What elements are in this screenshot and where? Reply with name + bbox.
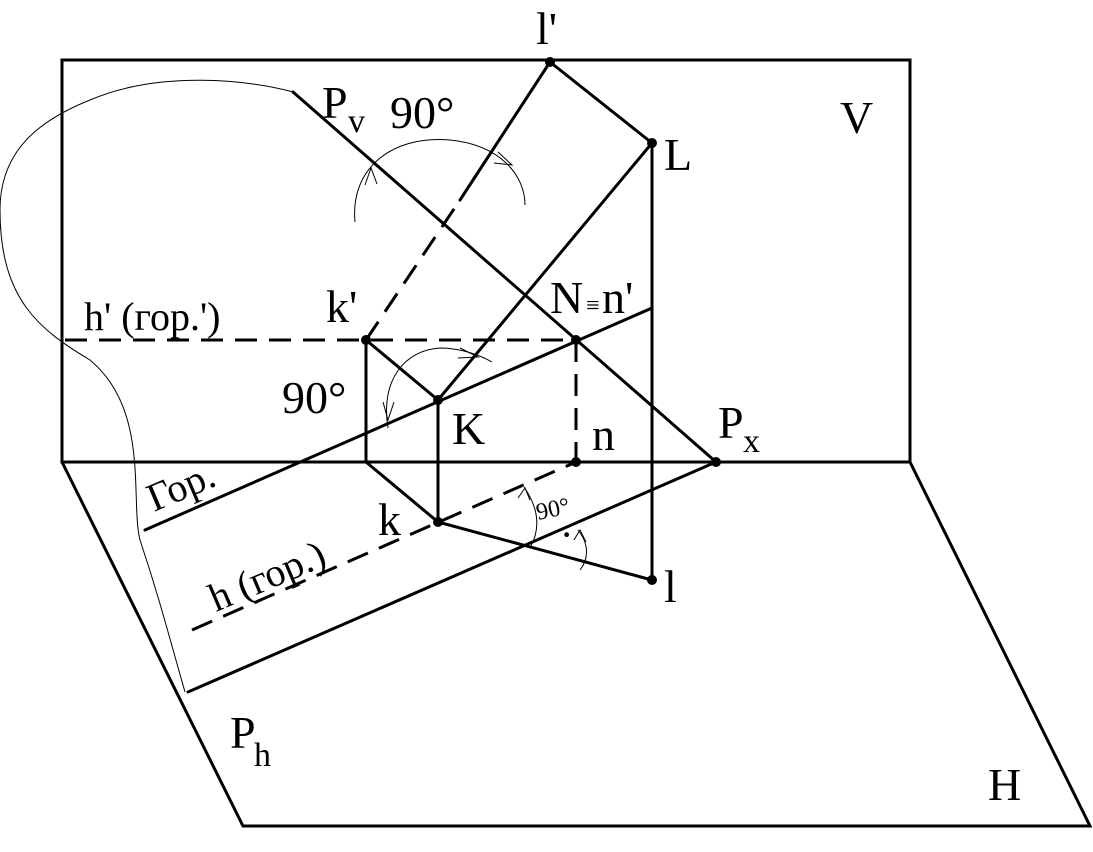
label-L: L (664, 129, 692, 180)
label-k: k (378, 494, 401, 545)
arrow-upper-2 (493, 151, 514, 166)
line-lprime-upper (458, 60, 552, 202)
angle-arrow-2 (573, 528, 587, 543)
label-px-sub: x (743, 423, 760, 460)
label-k-prime: k' (326, 281, 357, 332)
arrow-lower-1 (382, 401, 395, 422)
line-kprime-K (364, 338, 440, 402)
point-Px (711, 457, 721, 467)
trace-pv (291, 90, 718, 464)
label-n: n (592, 409, 615, 460)
point-L (647, 138, 657, 148)
line-k-axis (364, 460, 440, 524)
label-h-horiz: h (гор.) (202, 531, 332, 620)
point-K (433, 395, 443, 405)
label-ph-main: P (230, 707, 256, 758)
label-K: K (452, 403, 485, 454)
angle-arrow-1 (517, 486, 531, 501)
freehand-cut-curve (0, 79, 294, 693)
label-h-prime: h' (гор.') (84, 294, 220, 339)
point-n (571, 457, 581, 467)
horizontal-plane-h (60, 460, 1093, 828)
label-n-frontal: N (550, 272, 583, 323)
point-n-prime (571, 335, 581, 345)
rotation-arc-upper (354, 139, 526, 223)
label-plane-h: H (988, 759, 1021, 810)
point-l-prime (545, 57, 555, 67)
label-plane-v: V (840, 92, 873, 143)
label-equiv: ≡ (586, 293, 600, 319)
label-pv-sub: v (348, 103, 365, 140)
rotation-arc-lower (386, 347, 493, 429)
label-right-angle-dot: · (560, 512, 573, 557)
label-l: l (664, 561, 677, 612)
label-ph-sub: h (254, 737, 271, 774)
label-n-prime: n' (602, 272, 633, 323)
label-l-prime: l' (536, 3, 557, 54)
line-k-l (436, 520, 654, 582)
kprime-lprime-dashed (364, 199, 462, 341)
angle-arc-right (523, 486, 587, 571)
trace-ph (186, 460, 718, 694)
label-pv-main: P (322, 77, 348, 128)
arrow-lower-2 (457, 347, 480, 359)
point-k-prime (361, 335, 371, 345)
line-lprime-L (548, 60, 654, 145)
point-k (433, 517, 443, 527)
point-l (647, 575, 657, 585)
label-angle-left: 90° (282, 372, 346, 423)
h-horizontal-line (191, 460, 577, 632)
arrow-upper-1 (364, 166, 378, 186)
label-px-main: P (718, 397, 744, 448)
line-gor (143, 306, 654, 532)
label-pv-angle: 90° (390, 87, 454, 138)
